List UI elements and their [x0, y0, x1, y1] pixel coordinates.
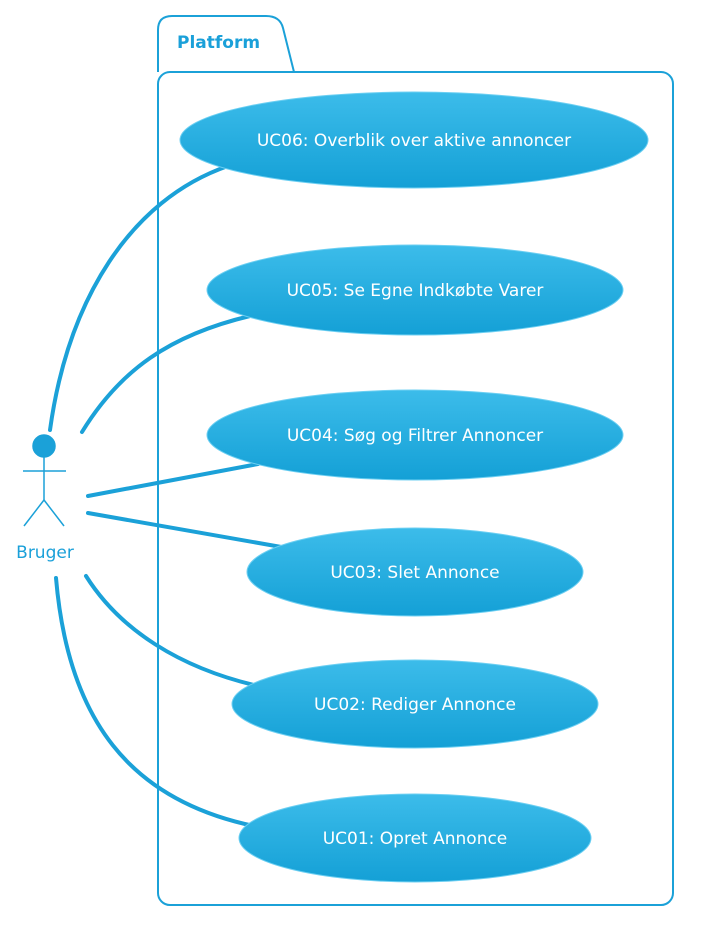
- use-case-label: UC05: Se Egne Indkøbte Varer: [287, 281, 544, 301]
- package-label: Platform: [177, 33, 260, 53]
- use-case-uc05[interactable]: UC05: Se Egne Indkøbte Varer: [206, 244, 624, 336]
- association-uc04: [86, 462, 260, 498]
- use-case-uc04[interactable]: UC04: Søg og Filtrer Annoncer: [206, 389, 624, 481]
- stick-figure-icon: [23, 434, 66, 527]
- use-case-label: UC01: Opret Annonce: [323, 829, 508, 849]
- actor-bruger[interactable]: Bruger: [16, 434, 74, 563]
- association-uc01: [54, 576, 256, 828]
- use-case-ellipse: [238, 793, 592, 883]
- associations: [48, 164, 289, 828]
- use-case-uc03[interactable]: UC03: Slet Annonce: [246, 527, 584, 617]
- use-case-label: UC02: Rediger Annonce: [314, 695, 516, 715]
- association-uc05: [80, 314, 252, 434]
- use-case-label: UC04: Søg og Filtrer Annoncer: [287, 426, 543, 446]
- use-case-label: UC06: Overblik over aktive annoncer: [257, 131, 571, 151]
- use-case-label: UC03: Slet Annonce: [330, 563, 499, 583]
- use-case-ellipse: [231, 659, 599, 749]
- use-case-uc02[interactable]: UC02: Rediger Annonce: [231, 659, 599, 749]
- use-case-ellipse: [206, 389, 624, 481]
- package-body: [157, 71, 674, 906]
- association-uc03: [86, 511, 289, 550]
- use-case-ellipse: [179, 91, 649, 189]
- association-uc02: [84, 574, 260, 688]
- actor-label: Bruger: [16, 543, 74, 563]
- package-tab: [157, 15, 295, 73]
- association-uc06: [48, 164, 230, 432]
- use-case-ellipse: [206, 244, 624, 336]
- use-case-uc06[interactable]: UC06: Overblik over aktive annoncer: [179, 91, 649, 189]
- use-case-ellipse: [246, 527, 584, 617]
- package-platform: Platform: [157, 15, 674, 906]
- use-case-uc01[interactable]: UC01: Opret Annonce: [238, 793, 592, 883]
